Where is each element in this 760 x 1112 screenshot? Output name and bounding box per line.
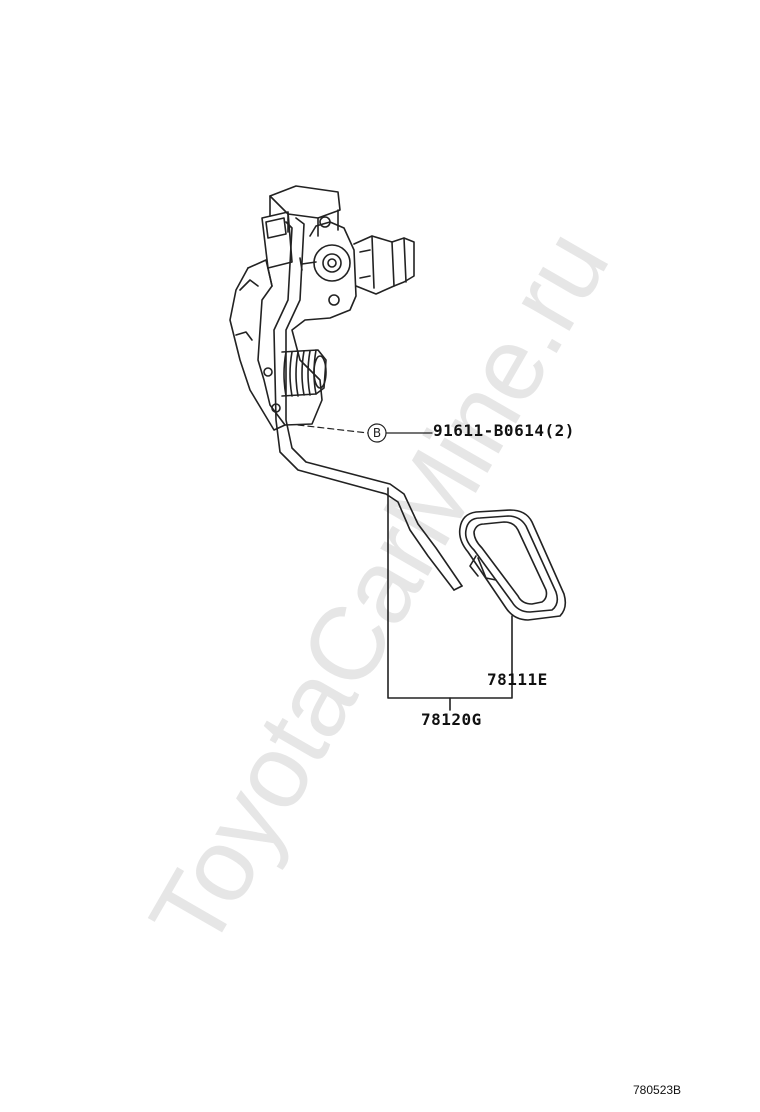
sensor-connector [353, 235, 415, 295]
pedal-bracket [229, 185, 415, 431]
return-spring [263, 349, 327, 413]
pedal-arm [273, 217, 463, 591]
part-label-pedal-assembly[interactable]: 78120G [421, 710, 482, 729]
part-label-pedal-pad[interactable]: 78111E [487, 670, 548, 689]
ref-callout-letter: B [372, 426, 382, 440]
leader-line-bolt [297, 424, 369, 434]
leader-bracket-assembly [387, 487, 513, 699]
pedal-pad [458, 509, 567, 621]
ref-callout-circle [367, 423, 387, 443]
part-label-bolt[interactable]: 91611-B0614(2) [433, 421, 575, 440]
diagram-code: 780523B [633, 1083, 682, 1097]
